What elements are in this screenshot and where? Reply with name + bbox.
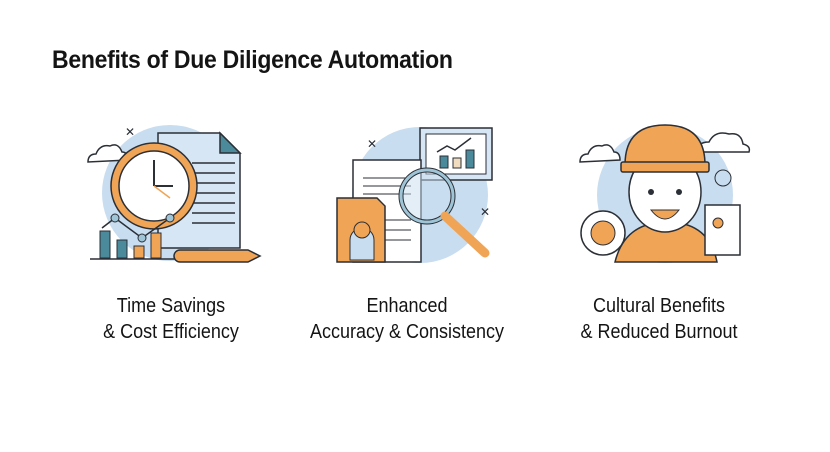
caption-line-2: Accuracy & Consistency — [309, 321, 505, 343]
caption-line-2: & Reduced Burnout — [580, 321, 738, 343]
worker-hardhat-icon — [579, 124, 751, 263]
page-title: Benefits of Due Diligence Automation — [52, 46, 453, 74]
svg-text:✕: ✕ — [125, 125, 135, 139]
caption-line-1: Enhanced — [366, 295, 448, 317]
magnifier-documents-chart-icon: ✕ ✕ — [336, 127, 493, 263]
benefit-caption-accuracy: Enhanced Accuracy & Consistency — [290, 293, 524, 345]
benefit-caption-time-savings: Time Savings & Cost Efficiency — [54, 293, 288, 345]
svg-text:✕: ✕ — [480, 205, 490, 219]
caption-line-1: Cultural Benefits — [592, 295, 726, 317]
svg-text:✕: ✕ — [367, 137, 377, 151]
clock-document-chart-icon: ✕ — [87, 125, 262, 263]
benefit-caption-cultural: Cultural Benefits & Reduced Burnout — [542, 293, 776, 345]
caption-line-2: & Cost Efficiency — [103, 321, 239, 343]
caption-line-1: Time Savings — [116, 295, 226, 317]
